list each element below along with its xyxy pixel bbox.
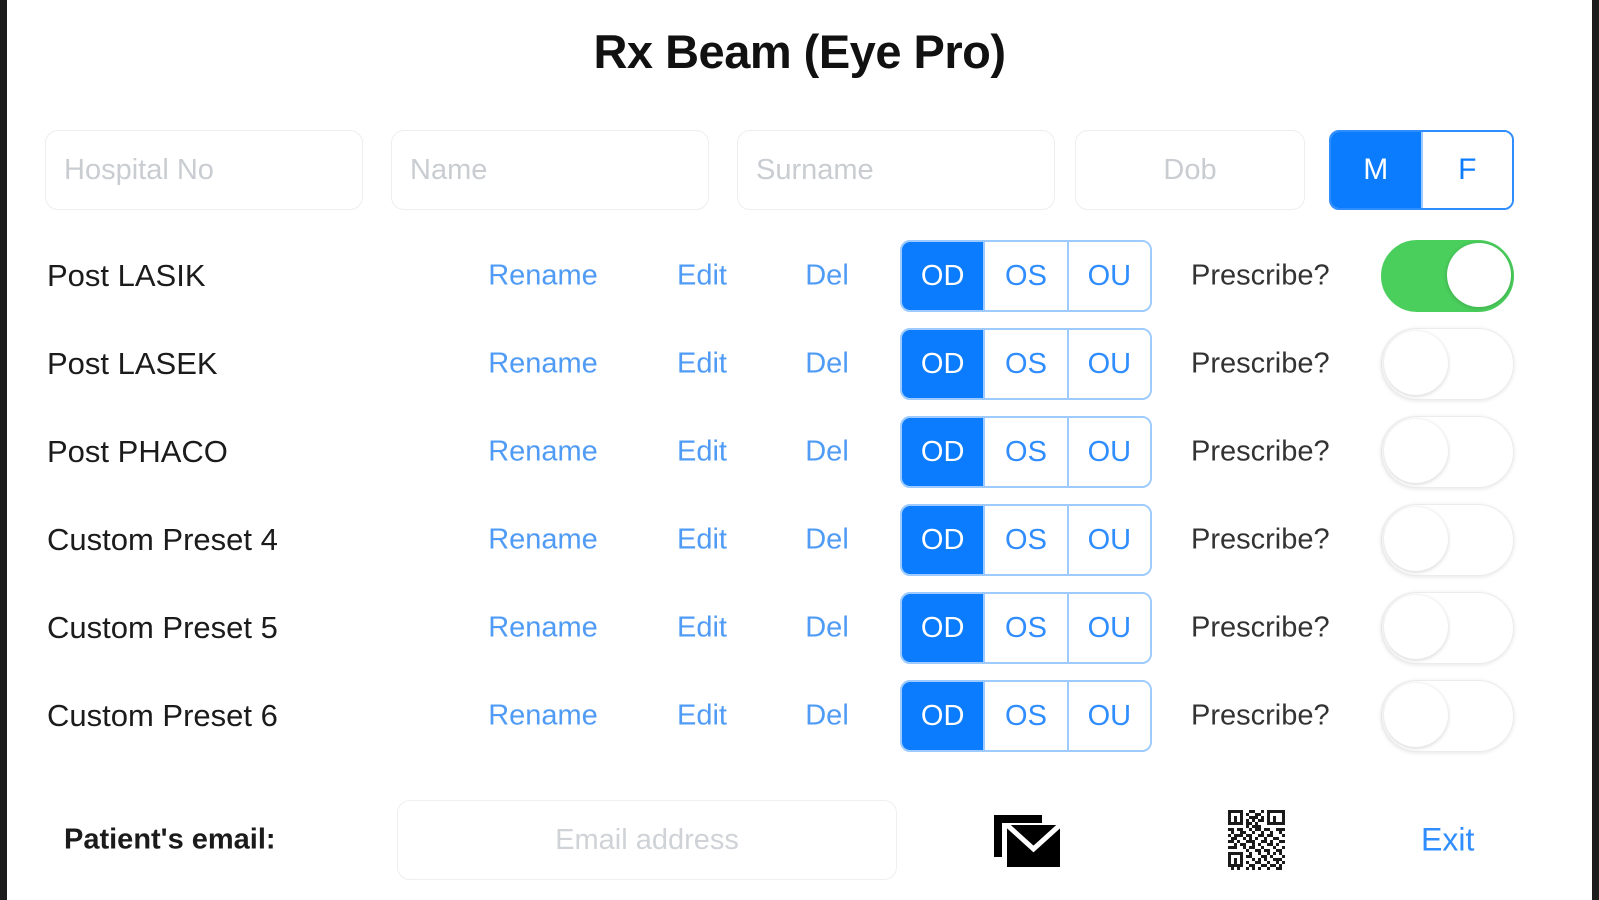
name-input[interactable]: Name	[391, 130, 709, 210]
preset-row: Custom Preset 6 Rename Edit Del OD OS OU…	[7, 672, 1599, 760]
preset-row: Post PHACO Rename Edit Del OD OS OU Pres…	[7, 408, 1599, 496]
name-placeholder: Name	[410, 153, 488, 186]
eye-option-os[interactable]: OS	[983, 418, 1067, 486]
eye-selector[interactable]: OD OS OU	[900, 240, 1152, 312]
prescribe-label: Prescribe?	[1191, 699, 1330, 732]
eye-selector[interactable]: OD OS OU	[900, 680, 1152, 752]
eye-option-os[interactable]: OS	[983, 330, 1067, 398]
hospital-no-input[interactable]: Hospital No	[45, 130, 363, 210]
preset-name: Custom Preset 5	[47, 610, 278, 645]
rename-button[interactable]: Rename	[488, 523, 598, 556]
sex-option-female[interactable]: F	[1420, 132, 1512, 208]
preset-name: Post LASEK	[47, 346, 218, 381]
hospital-no-placeholder: Hospital No	[64, 153, 214, 186]
eye-option-os[interactable]: OS	[983, 682, 1067, 750]
delete-button[interactable]: Del	[805, 347, 849, 380]
eye-selector[interactable]: OD OS OU	[900, 504, 1152, 576]
edit-button[interactable]: Edit	[677, 523, 727, 556]
preset-list: Post LASIK Rename Edit Del OD OS OU Pres…	[7, 232, 1599, 760]
toggle-knob	[1384, 507, 1448, 571]
eye-option-ou[interactable]: OU	[1066, 594, 1150, 662]
edit-button[interactable]: Edit	[677, 259, 727, 292]
preset-row: Custom Preset 5 Rename Edit Del OD OS OU…	[7, 584, 1599, 672]
preset-name: Post LASIK	[47, 258, 206, 293]
edit-button[interactable]: Edit	[677, 347, 727, 380]
exit-button[interactable]: Exit	[1421, 821, 1475, 858]
patient-header-row: Hospital No Name Surname Dob M F	[7, 130, 1599, 210]
prescribe-label: Prescribe?	[1191, 259, 1330, 292]
eye-option-od[interactable]: OD	[902, 594, 984, 662]
rename-button[interactable]: Rename	[488, 699, 598, 732]
prescribe-toggle[interactable]	[1381, 680, 1514, 752]
page-title: Rx Beam (Eye Pro)	[593, 25, 1006, 78]
prescribe-toggle[interactable]	[1381, 240, 1514, 312]
footer-bar: Patient's email: Email address	[7, 780, 1599, 900]
prescribe-label: Prescribe?	[1191, 347, 1330, 380]
email-placeholder: Email address	[555, 823, 739, 856]
prescribe-label: Prescribe?	[1191, 435, 1330, 468]
envelope-icon[interactable]	[990, 811, 1064, 869]
eye-option-os[interactable]: OS	[983, 594, 1067, 662]
edit-button[interactable]: Edit	[677, 611, 727, 644]
eye-option-ou[interactable]: OU	[1066, 418, 1150, 486]
surname-input[interactable]: Surname	[737, 130, 1055, 210]
eye-option-os[interactable]: OS	[983, 242, 1067, 310]
eye-option-ou[interactable]: OU	[1066, 242, 1150, 310]
eye-option-od[interactable]: OD	[902, 506, 984, 574]
prescribe-toggle[interactable]	[1381, 592, 1514, 664]
qr-code-icon[interactable]	[1228, 810, 1288, 870]
toggle-knob	[1384, 595, 1448, 659]
dob-placeholder: Dob	[1163, 153, 1217, 186]
prescribe-toggle[interactable]	[1381, 328, 1514, 400]
eye-selector[interactable]: OD OS OU	[900, 328, 1152, 400]
eye-option-od[interactable]: OD	[902, 330, 984, 398]
delete-button[interactable]: Del	[805, 435, 849, 468]
eye-option-od[interactable]: OD	[902, 242, 984, 310]
delete-button[interactable]: Del	[805, 523, 849, 556]
sex-option-male[interactable]: M	[1331, 132, 1421, 208]
preset-row: Custom Preset 4 Rename Edit Del OD OS OU…	[7, 496, 1599, 584]
email-input[interactable]: Email address	[397, 800, 897, 880]
rename-button[interactable]: Rename	[488, 347, 598, 380]
surname-placeholder: Surname	[756, 153, 874, 186]
delete-button[interactable]: Del	[805, 611, 849, 644]
toggle-knob	[1384, 683, 1448, 747]
eye-option-ou[interactable]: OU	[1066, 330, 1150, 398]
toggle-knob	[1384, 419, 1448, 483]
preset-name: Custom Preset 6	[47, 698, 278, 733]
delete-button[interactable]: Del	[805, 259, 849, 292]
eye-selector[interactable]: OD OS OU	[900, 592, 1152, 664]
prescribe-label: Prescribe?	[1191, 611, 1330, 644]
toggle-knob	[1384, 331, 1448, 395]
dob-input[interactable]: Dob	[1075, 130, 1305, 210]
eye-option-od[interactable]: OD	[902, 418, 984, 486]
prescribe-label: Prescribe?	[1191, 523, 1330, 556]
eye-option-od[interactable]: OD	[902, 682, 984, 750]
prescribe-toggle[interactable]	[1381, 504, 1514, 576]
eye-option-ou[interactable]: OU	[1066, 682, 1150, 750]
toggle-knob	[1447, 243, 1511, 307]
rename-button[interactable]: Rename	[488, 259, 598, 292]
eye-selector[interactable]: OD OS OU	[900, 416, 1152, 488]
preset-name: Post PHACO	[47, 434, 228, 469]
preset-row: Post LASIK Rename Edit Del OD OS OU Pres…	[7, 232, 1599, 320]
eye-option-ou[interactable]: OU	[1066, 506, 1150, 574]
rename-button[interactable]: Rename	[488, 611, 598, 644]
eye-option-os[interactable]: OS	[983, 506, 1067, 574]
prescribe-toggle[interactable]	[1381, 416, 1514, 488]
preset-row: Post LASEK Rename Edit Del OD OS OU Pres…	[7, 320, 1599, 408]
rename-button[interactable]: Rename	[488, 435, 598, 468]
edit-button[interactable]: Edit	[677, 699, 727, 732]
delete-button[interactable]: Del	[805, 699, 849, 732]
preset-name: Custom Preset 4	[47, 522, 278, 557]
patient-email-label: Patient's email:	[64, 823, 276, 856]
sex-toggle[interactable]: M F	[1329, 130, 1514, 210]
edit-button[interactable]: Edit	[677, 435, 727, 468]
